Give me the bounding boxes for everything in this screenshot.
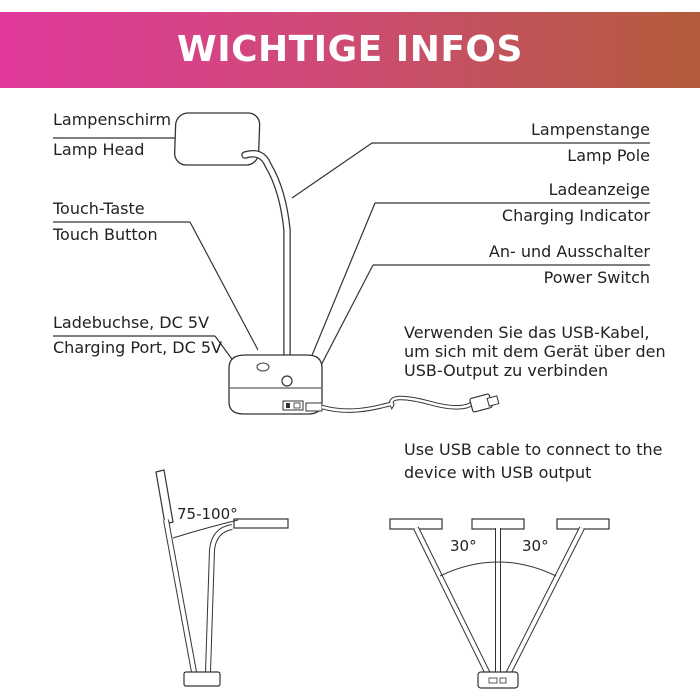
charging-port [282, 400, 304, 411]
swing-right-angle-label: 30° [522, 537, 549, 555]
usb-cable [305, 393, 500, 413]
lamp-base [228, 354, 323, 415]
charging-indicator-label-en: Charging Indicator [501, 206, 650, 225]
head-angle-illustration [155, 469, 289, 687]
touch-button [256, 362, 270, 372]
touch-button-label-de: Touch-Taste [53, 199, 145, 218]
touch-leader [189, 221, 259, 351]
lamp-head-label-en: Lamp Head [53, 140, 145, 159]
swing-angle-illustration [389, 518, 610, 689]
lamp-head-label-de: Lampenschirm [53, 110, 172, 129]
usb-instructions-de: Verwenden Sie das USB-Kabel, um sich mit… [404, 323, 666, 380]
usb-en-line-2: device with USB output [404, 463, 592, 482]
power-switch-label-de: An- und Ausschalter [488, 242, 650, 261]
touch-button-label-en: Touch Button [53, 225, 158, 244]
usb-de-line-2: um sich mit dem Gerät über den [404, 342, 666, 361]
charging-port-label-de: Ladebuchse, DC 5V [53, 313, 210, 332]
charging-indicator-label-de: Ladeanzeige [548, 180, 650, 199]
usb-de-line-1: Verwenden Sie das USB-Kabel, [404, 323, 650, 342]
pole-leader [291, 142, 373, 199]
lamp-pole [242, 151, 290, 383]
header-banner: WICHTIGE INFOS [0, 12, 700, 88]
usb-instructions-en: Use USB cable to connect to the device w… [404, 438, 662, 484]
usb-de-line-3: USB-Output zu verbinden [404, 361, 609, 380]
head-angle-label: 75-100° [177, 505, 238, 523]
lamp-pole-label-en: Lamp Pole [567, 146, 650, 165]
page-title: WICHTIGE INFOS [177, 29, 523, 70]
swing-left-angle-label: 30° [450, 537, 477, 555]
lamp-illustration [173, 112, 323, 415]
lamp-head [173, 112, 261, 166]
usb-en-line-1: Use USB cable to connect to the [404, 440, 663, 459]
lamp-pole-label-de: Lampenstange [531, 120, 650, 139]
power-switch-label-en: Power Switch [543, 268, 650, 287]
charging-port-label-en: Charging Port, DC 5V [53, 338, 222, 357]
